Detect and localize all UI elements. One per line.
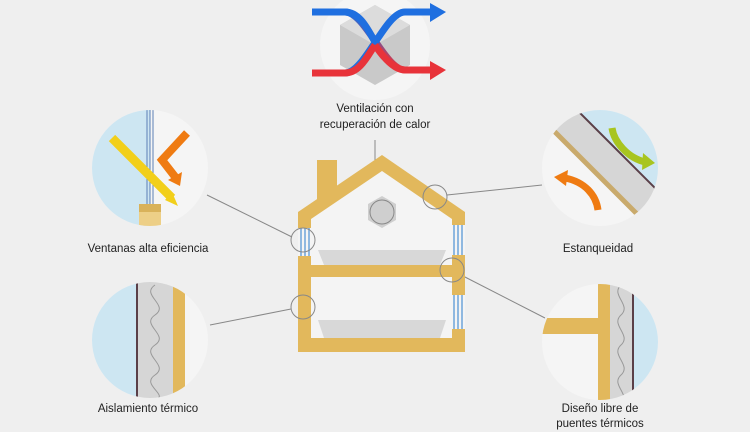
airtightness-detail [446, 110, 658, 226]
thermal-bridge-callout-marker [439, 257, 465, 283]
airtightness-label: Estanqueidad [562, 243, 634, 255]
window-glazing [298, 225, 465, 329]
insulation-detail [92, 282, 292, 398]
ventilation-unit-icon [368, 196, 396, 228]
insulation-label: Aislamiento térmico [97, 403, 199, 415]
house-illustration [290, 155, 465, 352]
outside-air-arrow [608, 127, 647, 166]
insulation-icon [150, 284, 160, 398]
windows-label: Ventanas alta eficiencia [87, 243, 209, 255]
ventilation-label-line1: Ventilación con [336, 103, 414, 115]
windows-detail [92, 110, 293, 238]
heat-reflection-arrow [156, 130, 190, 181]
sunlight-arrow [108, 134, 176, 202]
inside-air-arrow [564, 174, 602, 211]
window-callout-marker [290, 227, 316, 253]
thermal-bridges-detail [462, 275, 658, 400]
passive-house-diagram [92, 3, 658, 400]
thermal-bridges-label-line2: puentes térmicos [556, 418, 644, 430]
insulation-callout-marker [290, 294, 316, 320]
floor-slab-icon [542, 318, 600, 334]
thermal-bridges-label-line1: Diseño libre de [561, 403, 639, 415]
airtightness-callout-marker [422, 184, 448, 210]
ventilation-label-line2: recuperación de calor [319, 119, 431, 131]
